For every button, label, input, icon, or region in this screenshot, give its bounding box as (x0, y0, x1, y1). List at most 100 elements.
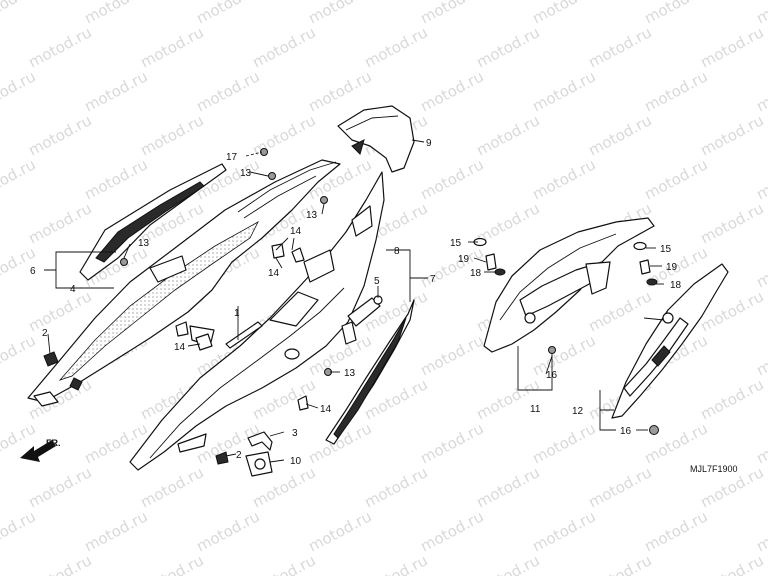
callout-18: 18 (670, 280, 682, 291)
watermark-text: motod.ru (81, 155, 150, 203)
callout-16: 16 (620, 426, 632, 437)
watermark-text: motod.ru (697, 111, 766, 159)
watermark-text: motod.ru (753, 507, 768, 555)
watermark-text: motod.ru (417, 67, 486, 115)
drawing-code: MJL7F1900 (690, 464, 738, 474)
callout-15: 15 (660, 244, 672, 255)
watermark-text: motod.ru (193, 67, 262, 115)
watermark-text: motod.ru (585, 111, 654, 159)
watermark-text: motod.ru (697, 375, 766, 423)
watermark-text: motod.ru (529, 331, 598, 379)
hardware-bolts (43, 148, 659, 477)
callout-9: 9 (426, 138, 432, 149)
left-rear-cowl (27, 159, 341, 407)
watermark-text: motod.ru (25, 287, 94, 335)
callout-14: 14 (174, 342, 186, 353)
watermark-text: motod.ru (753, 419, 768, 467)
watermark-text: motod.ru (585, 463, 654, 511)
watermark-text: motod.ru (305, 0, 374, 28)
callout-2: 2 (42, 328, 48, 339)
watermark-text: motod.ru (641, 507, 710, 555)
callout-1: 1 (234, 308, 240, 319)
center-rear-cowl (129, 171, 385, 471)
watermark-text: motod.ru (697, 199, 766, 247)
watermark-text: motod.ru (585, 551, 654, 576)
watermark-text: motod.ru (305, 67, 374, 115)
watermark-text: motod.ru (529, 67, 598, 115)
watermark-text: motod.ru (361, 463, 430, 511)
watermark-text: motod.ru (81, 507, 150, 555)
callout-19: 19 (666, 262, 678, 273)
callout-14: 14 (268, 268, 280, 279)
watermark-text: motod.ru (641, 0, 710, 28)
callout-12: 12 (572, 406, 584, 417)
watermark-text: motod.ru (81, 67, 150, 115)
callout-8: 8 (394, 246, 400, 257)
watermark-text: motod.ru (473, 463, 542, 511)
callout-19: 19 (458, 254, 470, 265)
callout-14: 14 (320, 404, 332, 415)
watermark-text: motod.ru (697, 551, 766, 576)
watermark-text: motod.ru (0, 0, 39, 28)
callout-3: 3 (292, 428, 298, 439)
watermark-text: motod.ru (0, 155, 39, 203)
watermark-text: motod.ru (697, 23, 766, 71)
watermark-text: motod.ru (25, 463, 94, 511)
watermark-text: motod.ru (473, 111, 542, 159)
watermark-text: motod.ru (585, 23, 654, 71)
front-direction-arrow: FR. (20, 438, 61, 462)
watermark-text: motod.ru (137, 111, 206, 159)
callout-5: 5 (374, 276, 380, 287)
callout-6: 6 (30, 266, 36, 277)
callout-13: 13 (138, 238, 150, 249)
callout-4: 4 (70, 284, 76, 295)
callout-17: 17 (226, 152, 238, 163)
watermark-text: motod.ru (25, 23, 94, 71)
watermark-text: motod.ru (641, 67, 710, 115)
watermark-text: motod.ru (753, 155, 768, 203)
watermark-text: motod.ru (641, 155, 710, 203)
front-direction-label: FR. (46, 438, 61, 448)
watermark-text: motod.ru (249, 551, 318, 576)
callout-18: 18 (470, 268, 482, 279)
callout-16: 16 (546, 370, 558, 381)
watermark-text: motod.ru (529, 507, 598, 555)
watermark-text: motod.ru (417, 331, 486, 379)
watermark-text: motod.ru (753, 0, 768, 28)
leader-lines (44, 139, 665, 463)
watermark-text: motod.ru (0, 507, 39, 555)
right-cowl-11 (483, 217, 655, 353)
side-stripe (325, 299, 415, 445)
watermark-text: motod.ru (753, 243, 768, 291)
watermark-text: motod.ru (473, 551, 542, 576)
watermark-text: motod.ru (585, 287, 654, 335)
watermark-text: motod.ru (137, 463, 206, 511)
callout-10: 10 (290, 456, 302, 467)
watermark-text: motod.ru (137, 551, 206, 576)
watermark-text: motod.ru (417, 155, 486, 203)
watermark-text: motod.ru (753, 67, 768, 115)
callout-labels: 6 4 13 17 13 13 14 14 2 14 1 5 8 7 9 13 … (30, 138, 738, 474)
callout-13: 13 (306, 210, 318, 221)
callout-7: 7 (430, 274, 436, 285)
callout-11: 11 (530, 404, 541, 415)
watermark-text: motod.ru (25, 551, 94, 576)
watermark-text: motod.ru (473, 23, 542, 71)
callout-14: 14 (290, 226, 302, 237)
callout-15: 15 (450, 238, 462, 249)
watermark-text: motod.ru (417, 419, 486, 467)
watermark-text: motod.ru (81, 0, 150, 28)
watermark-text: motod.ru (25, 111, 94, 159)
watermark-text: motod.ru (529, 419, 598, 467)
callout-13: 13 (240, 168, 252, 179)
watermark-text: motod.ru (529, 155, 598, 203)
seat-cowl (337, 105, 415, 173)
watermark-text: motod.ru (529, 0, 598, 28)
watermark-text: motod.ru (193, 507, 262, 555)
watermark-text: motod.ru (249, 111, 318, 159)
watermark-text: motod.ru (193, 0, 262, 28)
watermark-text: motod.ru (25, 199, 94, 247)
watermark-text: motod.ru (0, 67, 39, 115)
watermark-text: motod.ru (753, 331, 768, 379)
